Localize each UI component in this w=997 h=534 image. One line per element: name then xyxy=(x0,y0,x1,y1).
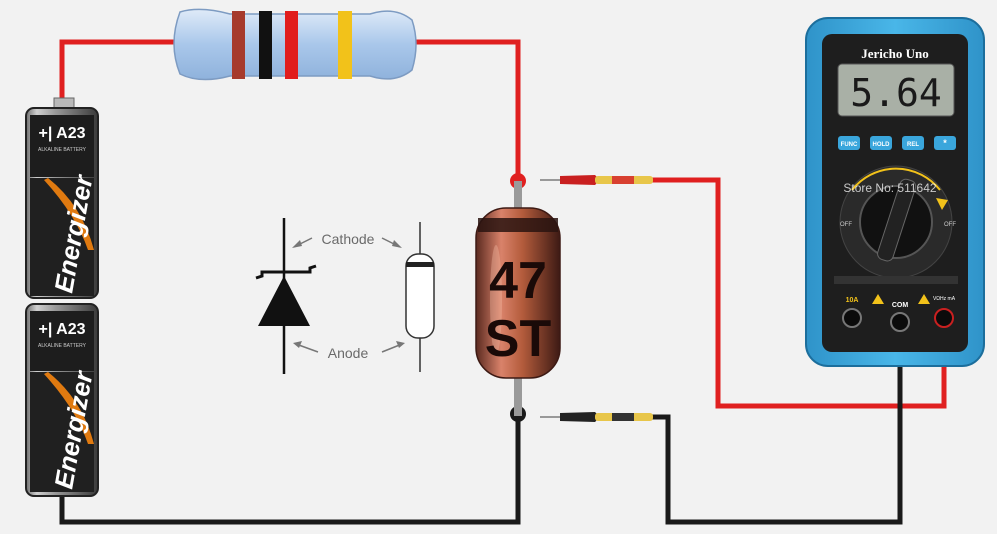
jack-v-ohm[interactable] xyxy=(934,308,954,328)
multimeter-buttons: FUNC HOLD REL * xyxy=(838,136,956,150)
backlight-button-label: * xyxy=(943,138,947,148)
multimeter-display xyxy=(837,63,955,117)
dial-off-left: OFF xyxy=(840,222,852,228)
battery-bottom-small-text: ALKALINE BATTERY xyxy=(38,343,87,349)
wire-red-probe-lead xyxy=(652,177,947,409)
diode-marking-line2: ST xyxy=(485,310,552,368)
jack-com[interactable] xyxy=(890,312,910,332)
jack-10a[interactable] xyxy=(842,308,862,328)
wires xyxy=(59,39,947,525)
multimeter: Jericho Uno 5.64 FUNC HOLD REL * OFF OFF… xyxy=(805,17,985,367)
hold-button[interactable] xyxy=(870,136,892,150)
anode-annotation: Anode xyxy=(293,341,405,361)
red-probe[interactable] xyxy=(540,175,653,185)
dial-off-right: OFF xyxy=(944,222,956,228)
resistor-band-3 xyxy=(285,11,298,79)
wire-black-probe-lead xyxy=(652,414,903,525)
resistor xyxy=(173,8,417,81)
warning-icon-right xyxy=(918,294,930,304)
resistor-band-4 xyxy=(338,11,352,79)
rel-button[interactable] xyxy=(902,136,924,150)
wire-battery-to-resistor xyxy=(59,39,180,108)
store-watermark: Store No: 511642 xyxy=(843,181,937,195)
backlight-button[interactable] xyxy=(934,136,956,150)
dial-pointer xyxy=(877,178,917,262)
func-button[interactable] xyxy=(838,136,860,150)
cathode-annotation: Cathode xyxy=(292,231,402,248)
jack-10a-label: 10A xyxy=(846,297,859,304)
hold-button-label: HOLD xyxy=(873,142,891,148)
zener-symbol xyxy=(255,218,317,374)
anode-label: Anode xyxy=(328,345,369,361)
wire-battery-to-diode-bottom xyxy=(59,368,521,525)
battery-bottom: +| A23 ALKALINE BATTERY Energizer xyxy=(25,303,99,497)
diode-marking-line1: 47 xyxy=(489,252,547,310)
cathode-label: Cathode xyxy=(322,231,375,247)
battery-top-label: +| A23 xyxy=(38,125,85,142)
zener-diode: 47 ST xyxy=(475,181,561,416)
warning-icon-left xyxy=(872,294,884,304)
black-probe[interactable] xyxy=(540,412,653,422)
jack-com-label: COM xyxy=(892,302,909,309)
battery-bottom-label: +| A23 xyxy=(38,321,85,338)
wire-resistor-to-diode xyxy=(400,39,521,212)
multimeter-reading: 5.64 xyxy=(850,71,942,115)
multimeter-brand: Jericho Uno xyxy=(861,46,929,61)
diode-outline-drawing xyxy=(405,222,435,372)
battery-top: +| A23 ALKALINE BATTERY Energizer xyxy=(25,97,99,299)
resistor-band-1 xyxy=(232,11,245,79)
func-button-label: FUNC xyxy=(841,142,858,148)
battery-top-small-text: ALKALINE BATTERY xyxy=(38,147,87,153)
jack-v-label: VΩHz mA xyxy=(933,296,956,302)
rel-button-label: REL xyxy=(907,142,919,148)
resistor-band-2 xyxy=(259,11,272,79)
